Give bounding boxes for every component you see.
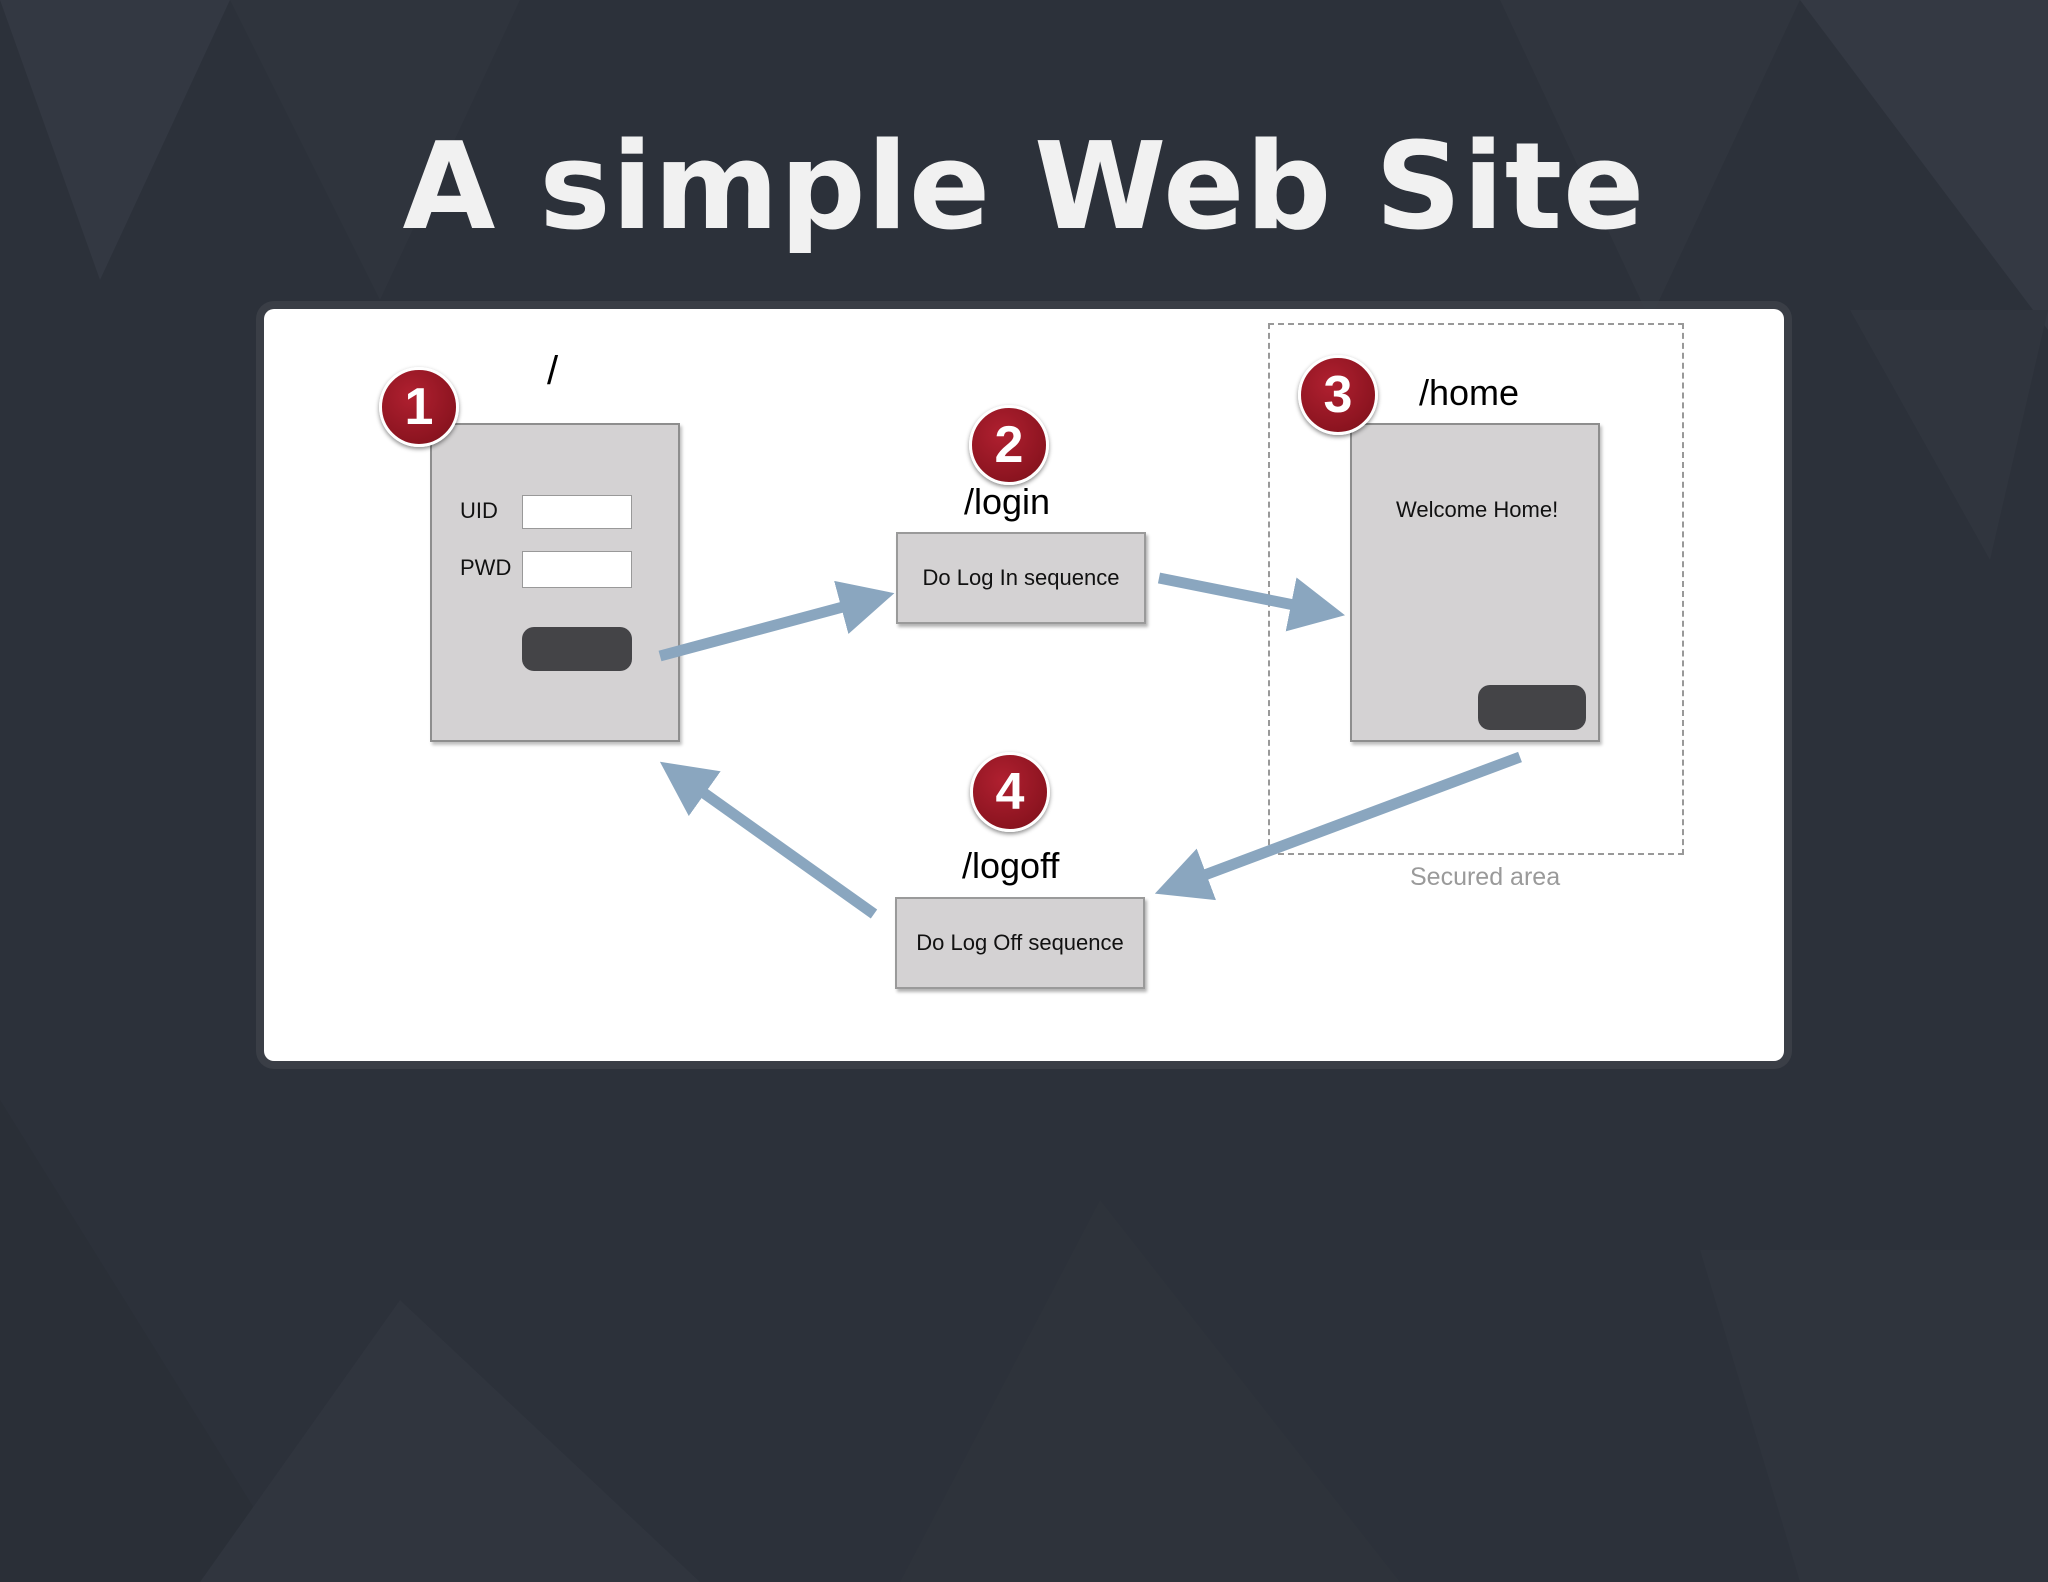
pwd-input[interactable] xyxy=(522,551,632,588)
welcome-message: Welcome Home! xyxy=(1396,497,1559,522)
arrow-logoff-to-login-page xyxy=(659,761,878,919)
pwd-label: PWD xyxy=(460,555,512,580)
diagram-panel: Secured area / UID PWD 1 2 /login Do Log… xyxy=(264,309,1784,1061)
route-home-label: /home xyxy=(1419,372,1520,413)
logoff-button[interactable] xyxy=(1478,685,1586,730)
secured-area-label: Secured area xyxy=(1410,863,1561,891)
step-4-badge: 4 xyxy=(970,752,1050,832)
step-3-badge: 3 xyxy=(1298,355,1378,435)
slide-title: A simple Web Site xyxy=(402,118,1646,257)
home-page-mockup: Welcome Home! xyxy=(1350,423,1600,742)
logoff-sequence-box: Do Log Off sequence xyxy=(895,897,1145,989)
login-submit-button[interactable] xyxy=(522,627,632,671)
login-sequence-box: Do Log In sequence xyxy=(896,532,1146,624)
route-root-label: / xyxy=(547,349,559,393)
uid-input[interactable] xyxy=(522,495,632,529)
step-1-badge: 1 xyxy=(379,367,459,447)
login-page-mockup: UID PWD xyxy=(430,423,680,742)
arrow-login-page-to-login xyxy=(658,580,895,662)
route-logoff-label: /logoff xyxy=(962,845,1060,886)
route-login-label: /login xyxy=(964,481,1051,522)
uid-label: UID xyxy=(460,498,498,523)
step-2-badge: 2 xyxy=(969,405,1049,485)
